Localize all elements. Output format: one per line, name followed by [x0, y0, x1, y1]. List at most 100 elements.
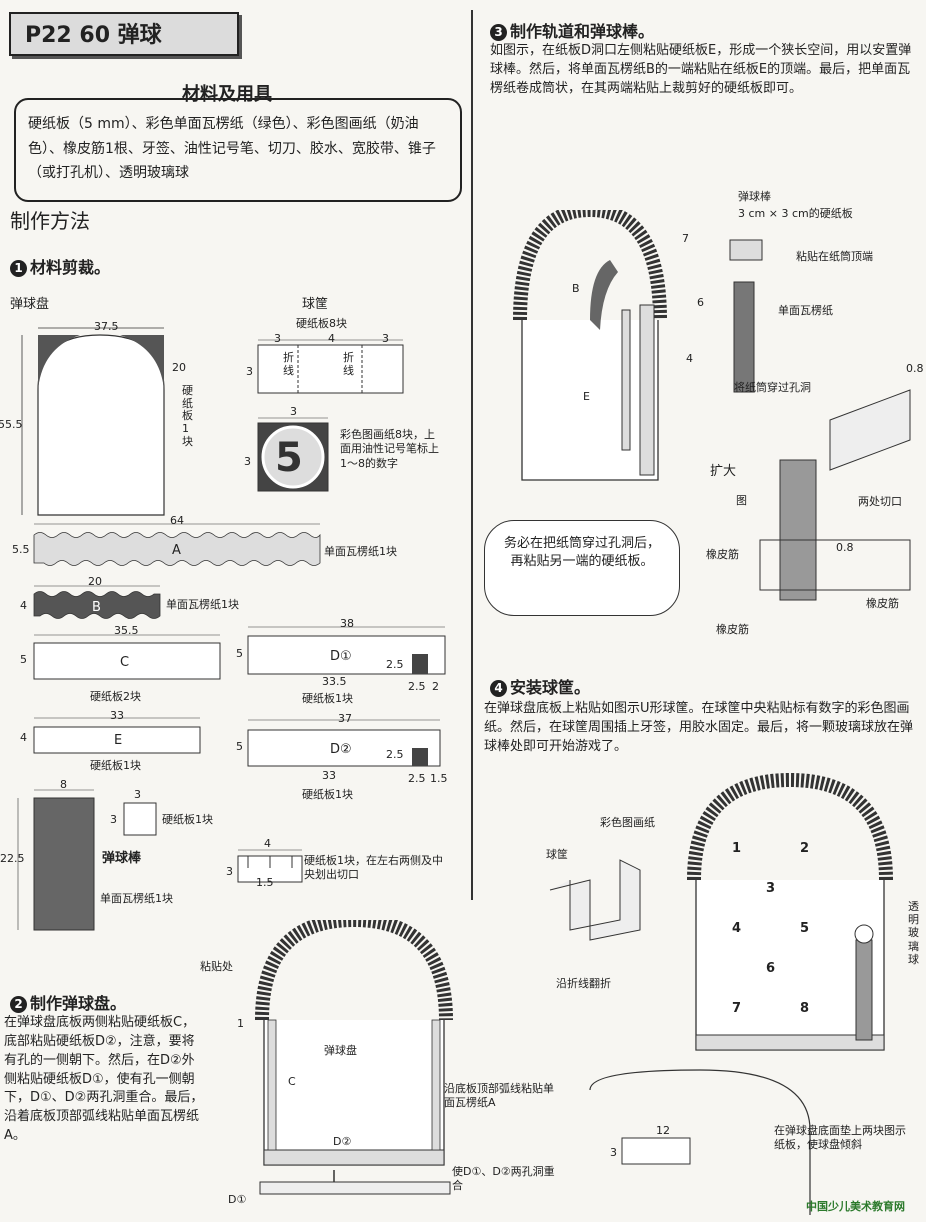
board-note: 硬纸板1块: [182, 384, 193, 448]
board-e-note: 硬纸板1块: [90, 759, 141, 772]
warning-callout: 务必在把纸筒穿过孔洞后，再粘贴另一端的硬纸板。: [484, 520, 680, 616]
strip-b: [33, 591, 161, 619]
glass-label: 透明玻璃球: [908, 900, 919, 966]
slot-5: 5: [800, 921, 810, 936]
board-d1-bottom: 33.5: [322, 675, 347, 688]
step4-number: 4: [490, 680, 507, 697]
step1-number: 1: [10, 260, 27, 277]
step4-title: 安装球筐。: [510, 678, 591, 697]
strip-a: [33, 532, 321, 566]
slot-7: 7: [732, 1001, 742, 1016]
holes-label: 使D①、D②两孔洞重合: [452, 1165, 555, 1193]
square-top: 3: [134, 788, 141, 801]
strip-b-width: 20: [88, 575, 102, 588]
board-d1-hole: 2.5: [386, 658, 404, 671]
tile-digit: 5: [275, 435, 303, 481]
square-side: 3: [110, 813, 117, 826]
board-inner-label: 弹球盘: [324, 1044, 357, 1057]
strip-b-height: 4: [20, 599, 27, 612]
step1-title: 材料剪裁。: [30, 258, 111, 277]
notch-note: 硬纸板1块，在左右两侧及中央划出切口: [304, 854, 443, 882]
tilt-note: 在弹球盘底面垫上两块图示纸板，使球盘倾斜: [774, 1124, 906, 1152]
basket-note: 硬纸板8块: [296, 317, 347, 330]
arc-label: 沿底板顶部弧线粘贴单面瓦楞纸A: [444, 1082, 554, 1110]
slot-6: 6: [766, 961, 776, 976]
glue-label: 粘贴处: [200, 960, 233, 973]
paper-label: 彩色图画纸: [600, 816, 655, 829]
notch-board: [237, 855, 303, 883]
method-heading: 制作方法: [10, 209, 90, 233]
notch-height: 3: [226, 865, 233, 878]
rod-width: 8: [60, 778, 67, 791]
board-d2-bottom: 33: [322, 769, 336, 782]
rod-sub: 3 cm × 3 cm的硬纸板: [738, 207, 853, 220]
bottom-d2-label: D②: [333, 1135, 352, 1148]
board-corner-right: [120, 335, 164, 390]
board-d2-letter: D②: [330, 742, 352, 757]
strip-a-letter: A: [172, 543, 181, 558]
board-d1-gap1: 2.5: [408, 680, 426, 693]
basket-height: 3: [246, 365, 253, 378]
watermark-text: 中国少儿美术教育网: [806, 1200, 905, 1213]
basket-label-4: 球筐: [546, 848, 568, 861]
callout-e: E: [583, 390, 590, 403]
callout-4: 4: [686, 352, 693, 365]
slot-2: 2: [800, 841, 810, 856]
dim-08-mid: 0.8: [836, 541, 854, 554]
board-height: 55.5: [0, 418, 23, 431]
board-d1-height: 5: [236, 647, 243, 660]
board-c-letter: C: [120, 655, 130, 670]
fig-label: 图: [736, 494, 747, 507]
board-d1-gap2: 2: [432, 680, 439, 693]
tilt-height: 3: [610, 1146, 617, 1159]
notch-gap: 1.5: [256, 876, 274, 889]
basket-fold-1: 折线: [283, 351, 294, 377]
board-d1-note: 硬纸板1块: [302, 692, 353, 705]
board-c-note: 硬纸板2块: [90, 690, 141, 703]
zoom-label: 扩大: [710, 464, 737, 479]
rubber-label-3: 橡皮筋: [716, 623, 749, 636]
step2-title: 制作弹球盘。: [30, 994, 127, 1013]
board-corner-left: [38, 335, 80, 390]
rod-square: [123, 802, 157, 836]
board-shape: [37, 334, 165, 516]
rod-body-label: 单面瓦楞纸: [778, 304, 833, 317]
board-d2-gap1: 2.5: [408, 772, 426, 785]
basket-dim-1: 3: [274, 332, 281, 345]
board-d1-width: 38: [340, 617, 354, 630]
board-d2-note: 硬纸板1块: [302, 788, 353, 801]
board-e-width: 33: [110, 709, 124, 722]
tile-top: 3: [290, 405, 297, 418]
strip-b-note: 单面瓦楞纸1块: [166, 598, 239, 611]
two-cuts-label: 两处切口: [858, 495, 902, 508]
board-d1-letter: D①: [330, 649, 352, 664]
step3-title: 制作轨道和弹球棒。: [510, 22, 655, 41]
materials-text: 硬纸板（5 mm）、彩色单面瓦楞纸（绿色）、彩色图画纸（奶油色）、橡皮筋1根、牙…: [28, 116, 436, 181]
step3-text: 如图示，在纸板D洞口左侧粘贴硬纸板E，形成一个狭长空间，用以安置弹球棒。然后，将…: [490, 43, 912, 96]
basket-fold-2: 折线: [343, 351, 354, 377]
callout-7: 7: [682, 232, 689, 245]
rod-through-label: 将纸筒穿过孔洞: [734, 381, 811, 394]
edge-label-1: 1: [237, 1017, 244, 1030]
bottom-d1-label: D①: [228, 1193, 247, 1206]
board-d2-width: 37: [338, 712, 352, 725]
rod-label: 弹球棒: [102, 851, 142, 866]
tile-side: 3: [244, 455, 251, 468]
board-e: [33, 726, 201, 754]
step4-diagram: [549, 772, 893, 1215]
strip-a-note: 单面瓦楞纸1块: [324, 545, 397, 558]
rod-height: 22.5: [0, 852, 25, 865]
board-d2-height: 5: [236, 740, 243, 753]
board-width: 37.5: [94, 320, 119, 333]
step2-number: 2: [10, 996, 27, 1013]
step3-number: 3: [490, 24, 507, 41]
board-d2: [247, 729, 441, 767]
rod-note: 单面瓦楞纸1块: [100, 892, 173, 905]
board-corner: 20: [172, 361, 186, 374]
basket-dim-2: 4: [328, 332, 335, 345]
slot-3: 3: [766, 881, 776, 896]
